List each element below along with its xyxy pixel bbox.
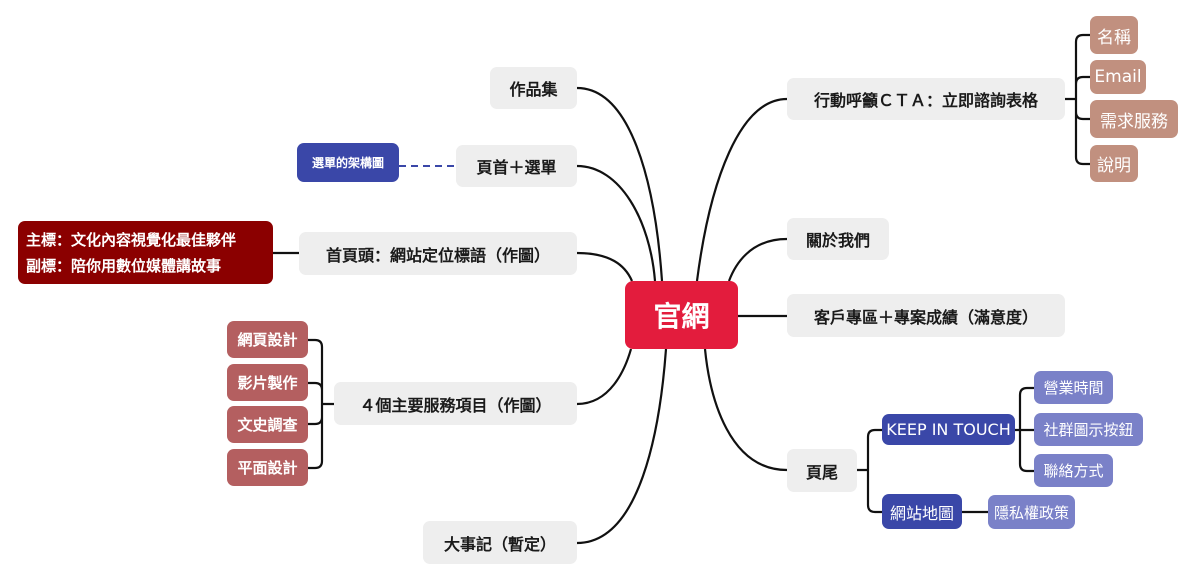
bracket-services	[308, 338, 334, 470]
topic-hero[interactable]: 首頁頭：網站定位標語（作圖）	[299, 232, 577, 275]
service-item[interactable]: 平面設計	[227, 449, 308, 486]
topic-timeline[interactable]: 大事記（暫定）	[423, 521, 577, 564]
link-hero	[576, 251, 634, 282]
link-cta	[695, 97, 788, 282]
topic-about[interactable]: 關於我們	[787, 218, 889, 260]
topic-services[interactable]: ４個主要服務項目（作圖）	[334, 382, 577, 425]
topic-footer[interactable]: 頁尾	[787, 449, 857, 492]
link-footer	[703, 348, 788, 472]
footer-sitemap[interactable]: 網站地圖	[882, 494, 962, 529]
bracket-cta	[1065, 33, 1090, 166]
link-portfolio	[576, 86, 664, 282]
footer-keep-in-touch[interactable]: KEEP IN TOUCH	[882, 414, 1015, 445]
topic-cta[interactable]: 行動呼籲ＣＴＡ：立即諮詢表格	[787, 78, 1065, 120]
topic-portfolio[interactable]: 作品集	[490, 67, 577, 109]
keep-in-touch-item[interactable]: 聯絡方式	[1034, 454, 1113, 487]
sitemap-item[interactable]: 隱私權政策	[988, 495, 1075, 529]
cta-field[interactable]: 說明	[1090, 145, 1138, 182]
hero-detail[interactable]: 主標：文化內容視覺化最佳夥伴 副標：陪你用數位媒體講故事	[18, 221, 273, 284]
service-item[interactable]: 影片製作	[227, 364, 308, 401]
bracket-keep-in-touch	[1015, 386, 1034, 473]
service-item[interactable]: 文史調查	[227, 406, 308, 443]
keep-in-touch-item[interactable]: 社群圖示按鈕	[1034, 413, 1143, 446]
note-menu-structure[interactable]: 選單的架構圖	[297, 143, 399, 182]
cta-field[interactable]: Email	[1090, 60, 1146, 94]
central-topic[interactable]: 官網	[625, 281, 738, 349]
bracket-footer	[857, 428, 882, 514]
cta-field[interactable]: 名稱	[1090, 16, 1138, 54]
topic-header-menu[interactable]: 頁首＋選單	[456, 145, 577, 187]
hero-main-title: 主標：文化內容視覺化最佳夥伴	[26, 230, 237, 249]
link-header-menu	[576, 164, 657, 282]
hero-subtitle: 副標：陪你用數位媒體講故事	[26, 256, 222, 275]
topic-clients[interactable]: 客戶專區＋專案成績（滿意度）	[787, 294, 1065, 337]
link-services	[576, 348, 633, 406]
cta-field[interactable]: 需求服務	[1090, 100, 1178, 138]
keep-in-touch-item[interactable]: 營業時間	[1034, 371, 1113, 404]
link-about	[727, 237, 788, 282]
link-timeline	[576, 348, 668, 545]
service-item[interactable]: 網頁設計	[227, 321, 308, 358]
